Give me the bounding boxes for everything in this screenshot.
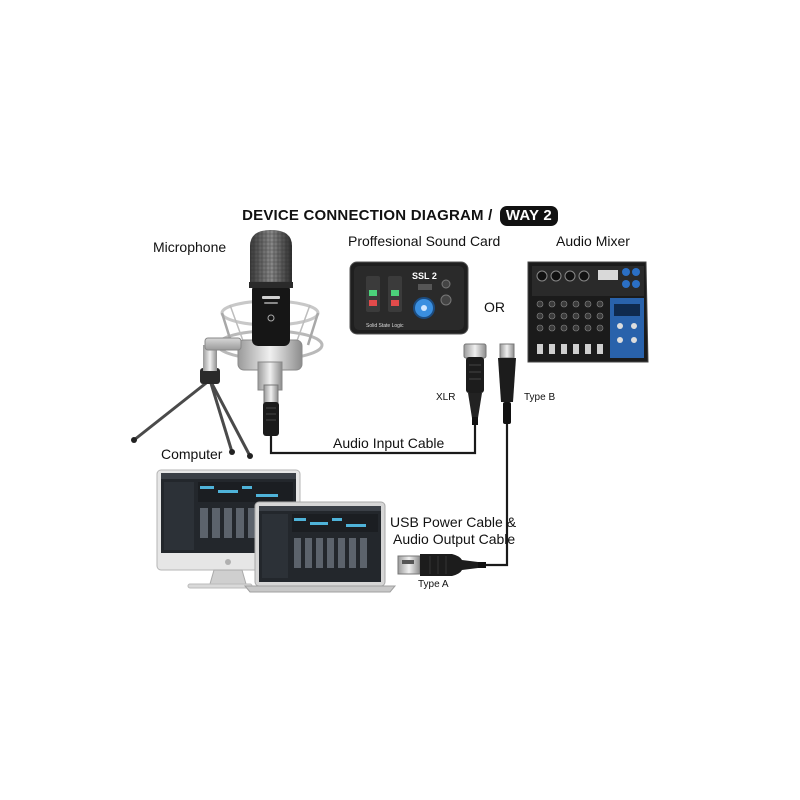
sound-card-brand: Solid State Logic — [366, 323, 404, 329]
xlr-connector — [463, 343, 487, 425]
usb-type-b-connector — [498, 343, 516, 424]
computer-label: Computer — [161, 446, 223, 462]
shock-mount — [204, 299, 324, 391]
microphone-illustration — [131, 230, 324, 459]
usb-type-a-connector — [397, 554, 486, 576]
laptop-illustration — [243, 501, 397, 593]
audio-input-cable-label: Audio Input Cable — [333, 435, 445, 451]
tripod-stand — [131, 345, 253, 459]
way-badge: WAY 2 — [499, 206, 558, 226]
mic-grille — [249, 230, 293, 288]
sound-card-logo: SSL 2 — [412, 271, 437, 281]
audio-input-cable — [269, 424, 477, 455]
sound-card-illustration — [349, 261, 469, 335]
audio-mixer-label: Audio Mixer — [556, 233, 630, 249]
diagram-title-text: DEVICE CONNECTION DIAGRAM / — [242, 207, 493, 224]
or-label: OR — [484, 299, 505, 315]
usb-cable — [484, 424, 509, 567]
audio-mixer-illustration — [527, 261, 649, 363]
usb-cable-label-line2: Audio Output Cable — [393, 531, 516, 547]
type-b-label: Type B — [524, 392, 556, 403]
diagram-title: DEVICE CONNECTION DIAGRAM / WAY 2 — [0, 205, 800, 227]
xlr-label: XLR — [436, 392, 456, 403]
usb-cable-label-line1: USB Power Cable & — [390, 514, 517, 530]
type-a-label: Type A — [418, 579, 449, 590]
sound-card-label: Proffesional Sound Card — [348, 233, 501, 249]
microphone-label: Microphone — [153, 239, 227, 255]
mic-xlr-connector — [263, 384, 279, 436]
